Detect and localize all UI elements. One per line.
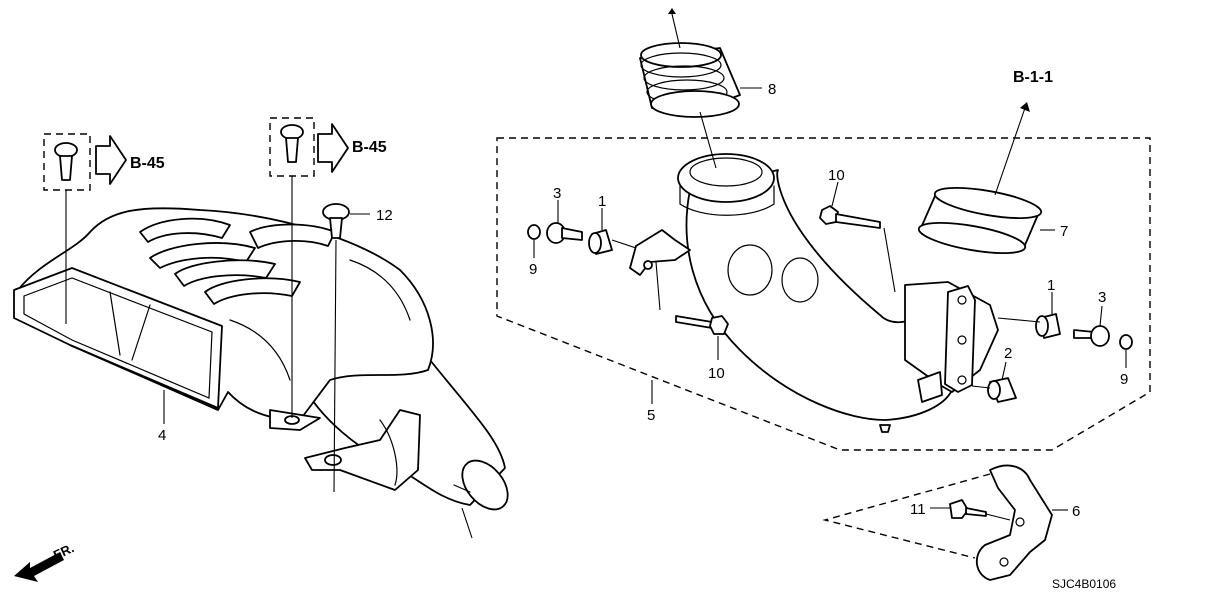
callout-9-left: 9 xyxy=(529,261,537,278)
callout-6: 6 xyxy=(1072,503,1080,520)
grommet-1-right xyxy=(1035,313,1061,339)
collar-2 xyxy=(987,377,1017,403)
callout-10-top: 10 xyxy=(828,167,845,184)
assembly-group-outline xyxy=(496,137,1151,451)
callout-10-bottom: 10 xyxy=(708,365,725,382)
callout-5: 5 xyxy=(647,407,655,424)
air-intake-tube xyxy=(629,153,999,433)
callout-4: 4 xyxy=(158,427,166,444)
leader-lines xyxy=(65,8,1127,539)
bolt-10-bottom xyxy=(675,315,729,335)
bolt-11 xyxy=(949,499,987,519)
air-intake-duct-cover xyxy=(13,207,509,511)
nut-9-right xyxy=(1119,334,1133,350)
callout-3-right: 3 xyxy=(1098,289,1106,306)
rubber-boot-8 xyxy=(639,42,741,118)
callout-1-left: 1 xyxy=(598,193,606,210)
reference-b45-left: B-45 xyxy=(130,155,165,172)
seal-ring-7 xyxy=(917,187,1043,254)
callout-2: 2 xyxy=(1004,345,1012,362)
bolt-10-top xyxy=(819,205,881,229)
callout-12: 12 xyxy=(376,207,393,224)
clip-12 xyxy=(322,203,350,239)
front-indicator-label: FR. xyxy=(51,540,76,562)
bolt-3-right xyxy=(1073,325,1110,347)
callout-8: 8 xyxy=(768,81,776,98)
reference-b11: B-1-1 xyxy=(1013,69,1053,86)
clip-reference-box-center xyxy=(269,117,349,177)
bracket-6 xyxy=(976,464,1053,581)
grommet-1-left xyxy=(588,229,613,255)
callout-11: 11 xyxy=(910,501,926,518)
bracket-group-outline xyxy=(822,473,991,559)
callout-3-left: 3 xyxy=(553,185,561,202)
diagram-code: SJC4B0106 xyxy=(1052,577,1116,591)
bolt-3-left xyxy=(546,222,583,244)
reference-b45-center: B-45 xyxy=(352,139,387,156)
callout-7: 7 xyxy=(1060,223,1068,240)
front-direction-arrow xyxy=(14,552,64,582)
clip-reference-box-left xyxy=(43,133,127,191)
callout-9-right: 9 xyxy=(1120,371,1128,388)
callout-1-right: 1 xyxy=(1047,277,1055,294)
nut-9-left xyxy=(527,224,541,240)
